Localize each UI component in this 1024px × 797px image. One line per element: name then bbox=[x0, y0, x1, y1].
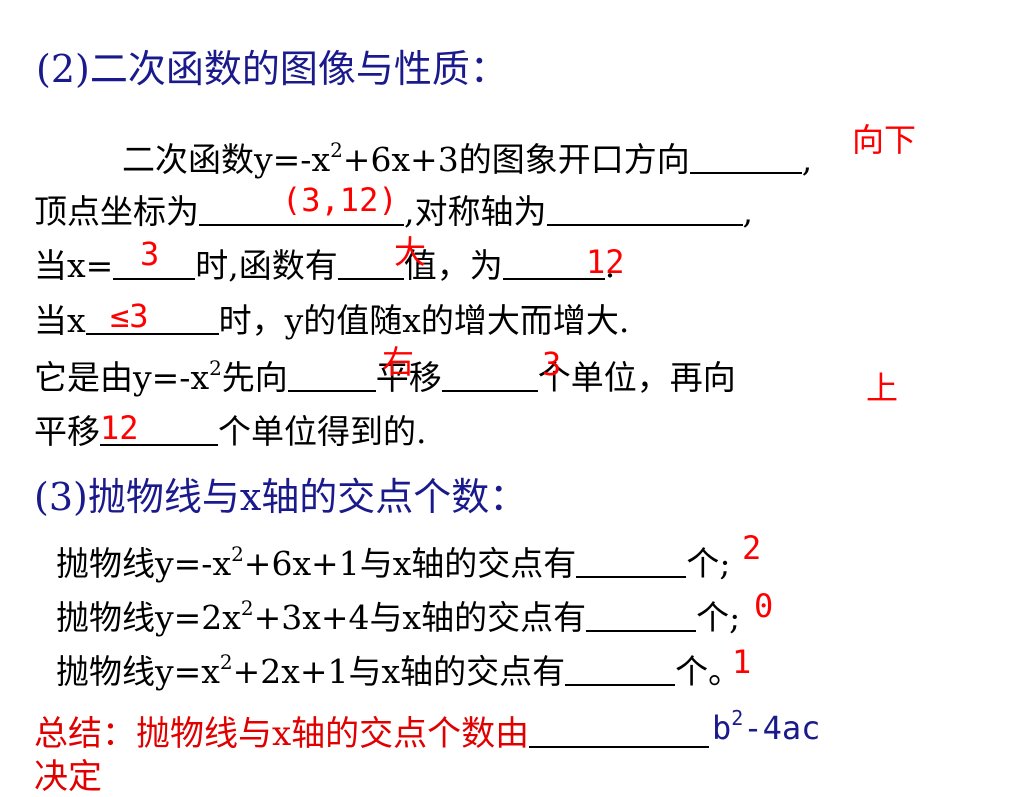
answer-count3: 1 bbox=[732, 643, 752, 681]
answer-x-value: 3 bbox=[140, 235, 160, 273]
line6-text-b: 个单位得到的. bbox=[218, 412, 427, 451]
blank-extreme[interactable] bbox=[502, 248, 605, 280]
line3-end: . bbox=[604, 246, 616, 285]
answer-summary: b2-4ac bbox=[712, 708, 820, 744]
blank-range[interactable] bbox=[85, 303, 219, 335]
section2-heading: (2)二次函数的图像与性质： bbox=[36, 47, 508, 91]
line5-text-a: 它是由y=-x bbox=[34, 358, 210, 397]
answer-shift-dir1: 右 bbox=[382, 343, 415, 381]
s3l3-text-b: +2x+1与x轴的交点有 bbox=[232, 652, 566, 691]
summary-line2: 决定 bbox=[34, 757, 102, 797]
blank-count2[interactable] bbox=[586, 600, 697, 632]
sup-2: 2 bbox=[231, 542, 244, 566]
sup-2: 2 bbox=[330, 138, 343, 162]
answer-shift-amt1: 3 bbox=[542, 345, 562, 383]
answer-summary-a: b bbox=[712, 709, 732, 747]
line2-end: , bbox=[742, 192, 754, 231]
blank-summary[interactable] bbox=[529, 716, 710, 748]
blank-count1[interactable] bbox=[576, 546, 687, 578]
line3-text-a: 当x= bbox=[34, 246, 114, 285]
line5-text-c: 平移 bbox=[375, 358, 442, 397]
answer-direction: 向下 bbox=[852, 121, 917, 159]
line2-text-b: ,对称轴为 bbox=[404, 192, 547, 231]
line5-text-b: 先向 bbox=[221, 358, 288, 397]
s3l2-text-a: 抛物线y=2x bbox=[56, 598, 241, 637]
blank-x-value[interactable] bbox=[113, 248, 196, 280]
line1-text-a: 二次函数y=-x bbox=[122, 140, 331, 179]
blank-shift-amt2[interactable] bbox=[100, 414, 218, 446]
s3l3-end: 个。 bbox=[675, 652, 742, 691]
line1-text-b: +6x+3的图象开口方向 bbox=[342, 140, 690, 179]
line2-text-a: 顶点坐标为 bbox=[34, 192, 199, 231]
blank-shift-amt1[interactable] bbox=[441, 360, 538, 392]
line5-text-d: 个单位，再向 bbox=[537, 358, 736, 397]
line3-text-c: 值，为 bbox=[403, 246, 503, 285]
answer-vertex: (3,12) bbox=[282, 181, 398, 219]
line5: 它是由y=-x2先向 平移 个单位，再向 bbox=[34, 358, 736, 394]
s3l1-end: 个; bbox=[686, 544, 731, 583]
answer-range: ≤3 bbox=[110, 297, 149, 335]
summary-text: 总结：抛物线与x轴的交点个数由 bbox=[34, 714, 530, 754]
sup-2: 2 bbox=[209, 356, 222, 380]
line6: 平移 个单位得到的. bbox=[34, 414, 427, 448]
answer-max-min: 大 bbox=[394, 233, 427, 271]
answer-summary-sup: 2 bbox=[731, 706, 744, 730]
line6-text-a: 平移 bbox=[34, 412, 100, 451]
answer-shift-dir2: 上 bbox=[866, 369, 899, 407]
s3l1-text-a: 抛物线y=-x bbox=[56, 544, 232, 583]
s3l2-text-b: +3x+4与x轴的交点有 bbox=[253, 598, 587, 637]
blank-count3[interactable] bbox=[565, 654, 676, 686]
section3-line2: 抛物线y=2x2+3x+4与x轴的交点有 个; bbox=[56, 598, 740, 634]
line3: 当x= 时,函数有 值，为. bbox=[34, 248, 615, 282]
sup-2: 2 bbox=[219, 650, 233, 674]
blank-vertex[interactable] bbox=[199, 194, 404, 226]
s3l3-text-a: 抛物线y=x bbox=[56, 652, 220, 691]
line4: 当x 时，y的值随x的增大而增大. bbox=[34, 303, 629, 337]
sup-2: 2 bbox=[240, 596, 254, 620]
answer-summary-b: -4ac bbox=[743, 709, 821, 747]
blank-axis[interactable] bbox=[546, 194, 743, 226]
line3-text-b: 时,函数有 bbox=[195, 246, 338, 285]
line4-text-a: 当x bbox=[34, 301, 86, 340]
blank-max-min[interactable] bbox=[337, 248, 404, 280]
s3l2-end: 个; bbox=[696, 598, 741, 637]
line1-end: , bbox=[801, 140, 813, 179]
answer-extreme: 12 bbox=[586, 243, 625, 281]
blank-shift-dir1[interactable] bbox=[287, 360, 376, 392]
section3-line3: 抛物线y=x2+2x+1与x轴的交点有 个。 bbox=[56, 652, 741, 688]
section3-heading: (3)抛物线与x轴的交点个数： bbox=[34, 475, 528, 519]
line1: 二次函数y=-x2+6x+3的图象开口方向, bbox=[122, 140, 812, 176]
answer-count1: 2 bbox=[742, 529, 762, 567]
line4-text-b: 时，y的值随x的增大而增大. bbox=[218, 301, 630, 340]
section3-line1: 抛物线y=-x2+6x+1与x轴的交点有 个; bbox=[56, 544, 730, 580]
answer-shift-amt2: 12 bbox=[100, 409, 139, 447]
line2: 顶点坐标为 ,对称轴为, bbox=[34, 194, 753, 228]
answer-count2: 0 bbox=[754, 587, 774, 625]
blank-direction[interactable] bbox=[689, 142, 802, 174]
summary-line: 总结：抛物线与x轴的交点个数由 bbox=[34, 714, 710, 754]
s3l1-text-b: +6x+1与x轴的交点有 bbox=[243, 544, 577, 583]
